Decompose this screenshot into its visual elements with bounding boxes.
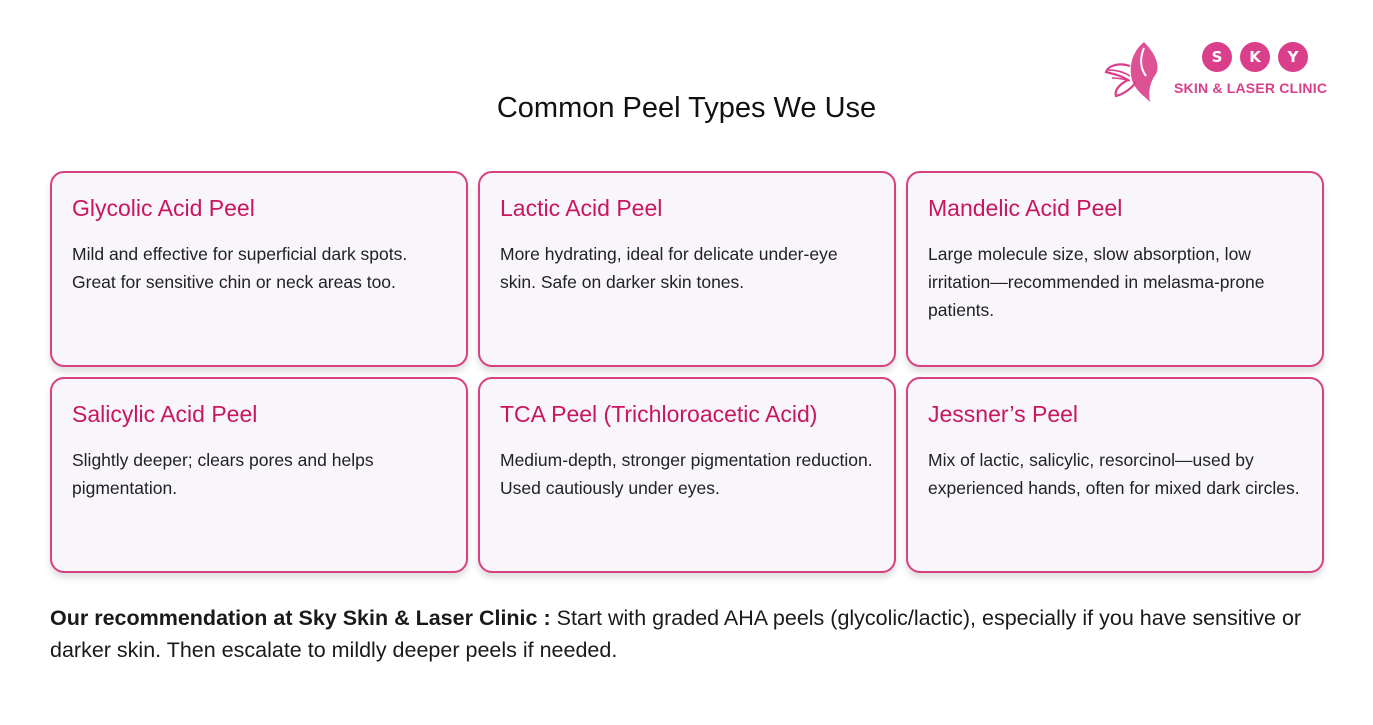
card-title: Lactic Acid Peel	[500, 195, 663, 221]
clinic-logo: S K Y SKIN & LASER CLINIC	[1104, 36, 1334, 110]
peel-card-lactic: Lactic Acid Peel More hydrating, ideal f…	[478, 171, 896, 367]
clinic-name: SKIN & LASER CLINIC	[1174, 80, 1328, 96]
card-description: Mild and effective for superficial dark …	[72, 244, 408, 292]
peel-card-tca: TCA Peel (Trichloroacetic Acid) Medium-d…	[478, 377, 896, 573]
logo-letters: S K Y	[1202, 42, 1308, 72]
peel-card-jessner: Jessner’s Peel Mix of lactic, salicylic,…	[906, 377, 1324, 573]
recommendation-text: Our recommendation at Sky Skin & Laser C…	[50, 602, 1340, 666]
peel-cards-grid: Glycolic Acid Peel Mild and effective fo…	[50, 171, 1324, 573]
card-title: Glycolic Acid Peel	[72, 195, 255, 221]
card-description: Medium-depth, stronger pigmentation redu…	[500, 450, 873, 498]
card-description: Mix of lactic, salicylic, resorcinol—use…	[928, 450, 1300, 498]
card-title: TCA Peel (Trichloroacetic Acid)	[500, 401, 818, 427]
peel-card-glycolic: Glycolic Acid Peel Mild and effective fo…	[50, 171, 468, 367]
recommendation-body: Start with graded AHA peels (glycolic/la…	[50, 606, 1302, 662]
card-title: Mandelic Acid Peel	[928, 195, 1123, 221]
logo-letter: S	[1202, 42, 1232, 72]
butterfly-icon	[1104, 42, 1158, 102]
peel-card-mandelic: Mandelic Acid Peel Large molecule size, …	[906, 171, 1324, 367]
page-title: Common Peel Types We Use	[496, 92, 877, 124]
peel-card-salicylic: Salicylic Acid Peel Slightly deeper; cle…	[50, 377, 468, 573]
card-title: Jessner’s Peel	[928, 401, 1079, 427]
recommendation-lead: Our recommendation at Sky Skin & Laser C…	[50, 606, 551, 630]
logo-letter: K	[1240, 42, 1270, 72]
card-description: Slightly deeper; clears pores and helps …	[72, 450, 374, 498]
card-title: Salicylic Acid Peel	[72, 401, 258, 427]
logo-letter: Y	[1278, 42, 1308, 72]
card-description: More hydrating, ideal for delicate under…	[500, 244, 838, 292]
card-description: Large molecule size, slow absorption, lo…	[928, 244, 1265, 320]
